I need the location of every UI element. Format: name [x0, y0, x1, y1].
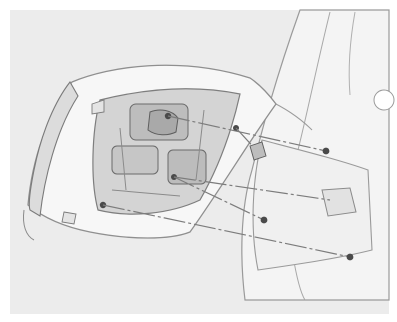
fastener-icon [261, 217, 268, 224]
body-hole [374, 90, 394, 110]
shell-tab [62, 212, 76, 224]
cavity-bracket [322, 188, 356, 216]
fastener-icon [347, 254, 354, 261]
connector [148, 110, 178, 135]
bulb-holder-middle [112, 146, 158, 174]
fastener-icon [323, 148, 330, 155]
